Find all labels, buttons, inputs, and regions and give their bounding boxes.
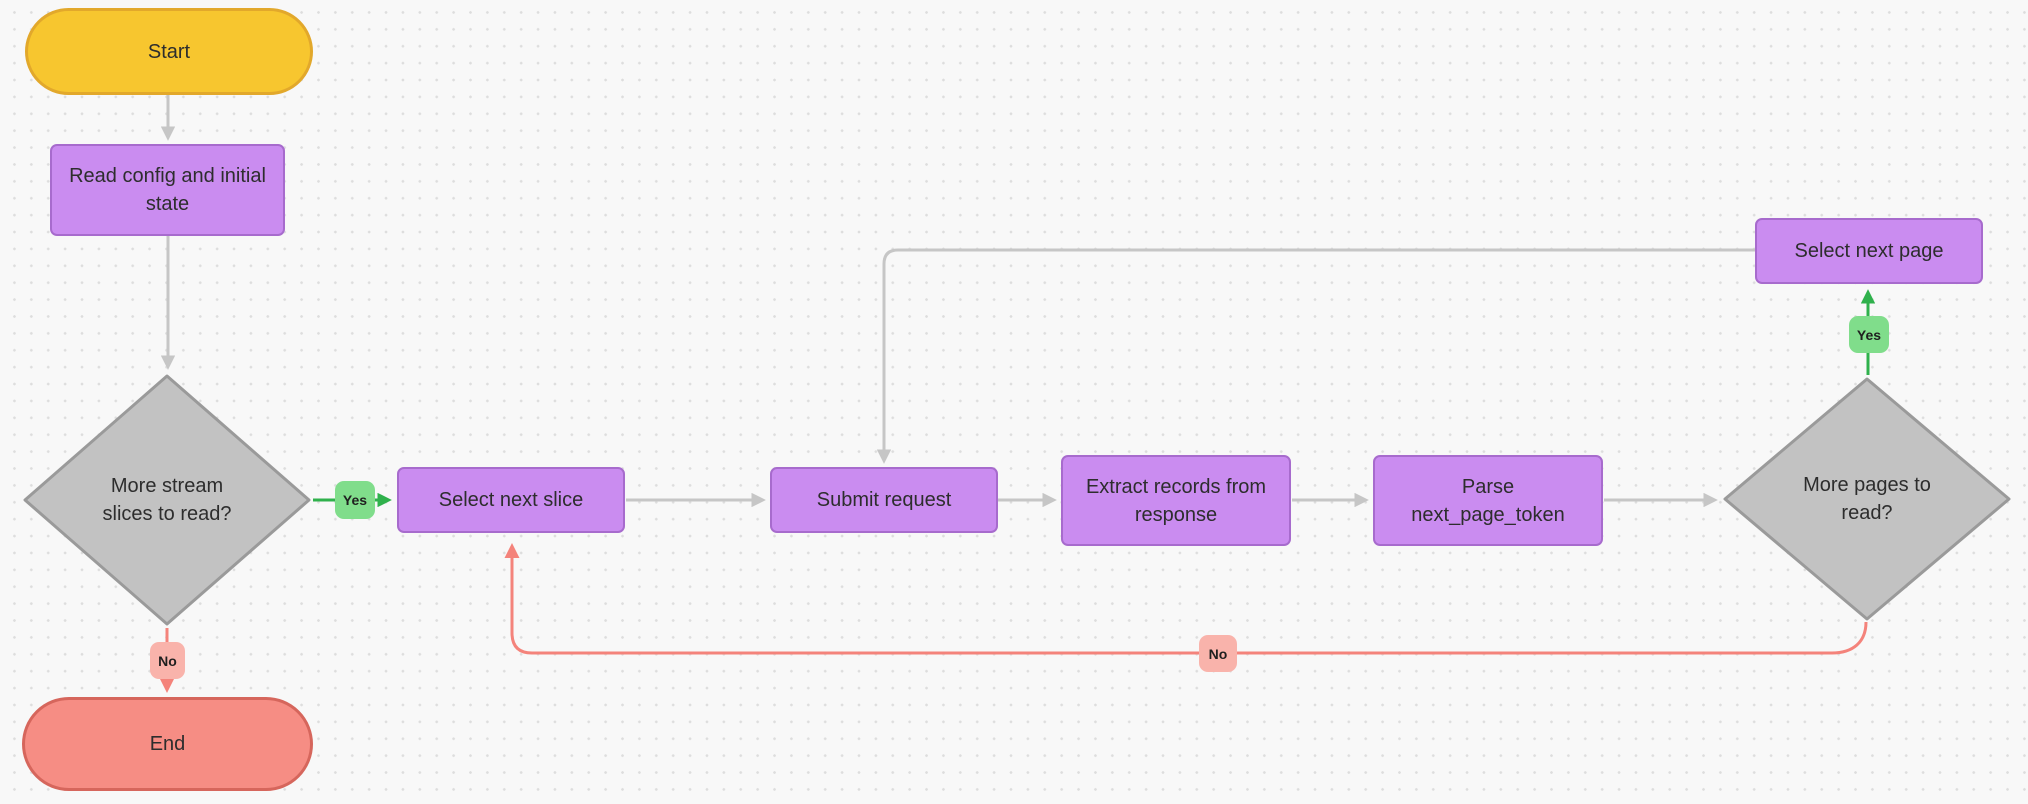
select-next-slice-node-label: Select next slice — [438, 489, 584, 511]
diamond-shape — [23, 374, 311, 626]
submit-request-node: Submit request — [770, 467, 998, 533]
read-config-node: Read config and initial state — [50, 144, 285, 236]
edge-more-pages-no-to-select-next-slice — [504, 543, 1868, 655]
submit-request-node-label: Submit request — [816, 489, 952, 511]
yes-edge-label-text: Yes — [342, 492, 368, 508]
edge-select-next-page-to-submit-request — [876, 248, 1755, 464]
extract-records-node: Extract records from response — [1061, 455, 1291, 546]
no-edge-label-text: No — [158, 652, 177, 669]
select-next-page-node: Select next page — [1755, 218, 1983, 284]
no-edge-label: No — [150, 642, 185, 679]
more-slices-decision-label: More stream slices to read? — [102, 475, 232, 525]
start-node: Start — [25, 8, 313, 95]
extract-records-node-label: Extract records from response — [1085, 475, 1267, 526]
parse-next-page-token-node: Parse next_page_token — [1373, 455, 1603, 546]
select-next-page-node-label: Select next page — [1794, 240, 1944, 262]
parse-next-page-token-node-label: Parse next_page_token — [1411, 475, 1565, 526]
select-next-slice-node: Select next slice — [397, 467, 625, 533]
yes-edge-label: Yes — [335, 481, 375, 519]
end-node-label: End — [149, 733, 186, 755]
end-node: End — [22, 697, 313, 791]
no-edge-label: No — [1199, 635, 1237, 672]
more-pages-decision: More pages to read? — [1722, 376, 2012, 622]
read-config-node-label: Read config and initial state — [69, 165, 266, 215]
no-edge-label-text: No — [1208, 645, 1228, 662]
yes-edge-label-text: Yes — [1856, 326, 1882, 343]
more-slices-decision: More stream slices to read? — [22, 373, 312, 627]
more-pages-decision-label: More pages to read? — [1803, 474, 1931, 524]
yes-edge-label: Yes — [1849, 316, 1889, 353]
diamond-shape — [1723, 377, 2011, 621]
start-node-label: Start — [147, 40, 191, 63]
